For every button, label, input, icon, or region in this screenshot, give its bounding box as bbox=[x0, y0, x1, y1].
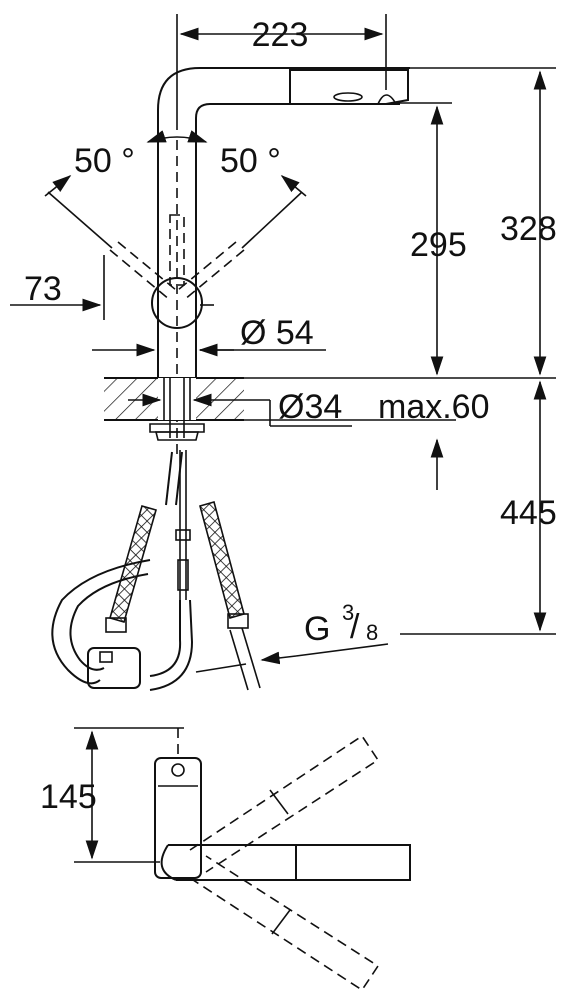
countertop bbox=[104, 377, 244, 441]
label-connection: G bbox=[304, 610, 330, 648]
label-connection-slash: / bbox=[350, 608, 360, 646]
label-angle-right: 50 ° bbox=[220, 142, 281, 180]
label-connection-den: 8 bbox=[366, 620, 378, 645]
label-total-height: 328 bbox=[500, 210, 557, 248]
label-spout-reach: 223 bbox=[252, 16, 309, 54]
label-angle-left: 50 ° bbox=[74, 142, 135, 180]
label-top-view-depth: 145 bbox=[40, 778, 97, 816]
label-max-thickness: max.60 bbox=[378, 388, 490, 426]
hoses bbox=[51, 450, 261, 691]
label-hole-diameter: Ø34 bbox=[278, 388, 342, 426]
label-below-counter: 445 bbox=[500, 494, 557, 532]
label-height-to-spout: 295 bbox=[410, 226, 467, 264]
dimension-labels: 223 50 ° 50 ° 73 Ø 54 Ø34 max.60 295 328… bbox=[24, 16, 557, 816]
faucet-top-view bbox=[74, 727, 411, 992]
faucet-front-view bbox=[109, 67, 410, 460]
label-offset-left: 73 bbox=[24, 270, 62, 308]
dimension-lines bbox=[10, 14, 556, 673]
label-connection-num: 3 bbox=[342, 600, 354, 625]
label-body-diameter: Ø 54 bbox=[240, 314, 314, 352]
